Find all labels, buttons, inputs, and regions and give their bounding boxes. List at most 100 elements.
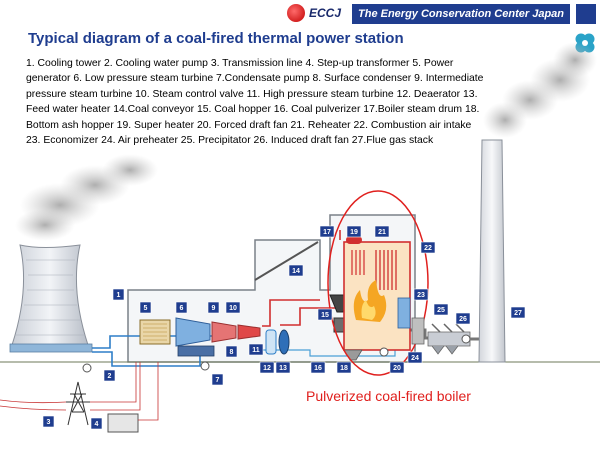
label-box	[510, 306, 526, 319]
page-title: Typical diagram of a coal-fired thermal …	[28, 30, 404, 47]
label-box	[225, 345, 238, 358]
superheater-tubes	[351, 250, 365, 275]
label-number: 17	[323, 229, 331, 236]
label-number: 22	[424, 245, 432, 252]
label-box	[319, 225, 335, 238]
label-box	[455, 312, 471, 325]
label-20: 20	[389, 361, 405, 374]
label-9: 9	[207, 301, 220, 314]
label-box	[317, 308, 333, 321]
boiler-flame	[353, 280, 387, 322]
label-1: 1	[112, 288, 125, 301]
label-number: 15	[321, 312, 329, 319]
feedwater-pipes	[250, 345, 396, 357]
label-number: 11	[252, 347, 260, 354]
cooling-water-pump	[82, 363, 92, 373]
label-7: 7	[211, 373, 224, 386]
label-2: 2	[103, 369, 116, 382]
electrostatic-precipitator	[427, 323, 471, 355]
intermediate-pressure-turbine	[211, 321, 237, 343]
deaerator	[265, 329, 277, 355]
label-box	[336, 361, 352, 374]
high-pressure-turbine	[237, 324, 261, 340]
reheater-tubes	[375, 250, 397, 290]
steam-pipes	[262, 230, 341, 327]
label-box	[407, 351, 423, 364]
induced-draft-fan	[461, 334, 471, 344]
label-15: 15	[317, 308, 333, 321]
label-number: 21	[378, 229, 386, 236]
label-8: 8	[225, 345, 238, 358]
generator-windings	[143, 323, 167, 341]
label-box	[42, 415, 55, 428]
label-number: 18	[340, 365, 348, 372]
label-19: 19	[346, 225, 362, 238]
flue-gas-stack	[478, 139, 506, 363]
label-box	[259, 361, 275, 374]
cooling-tower-cladding	[16, 259, 85, 336]
boiler-steam-drum	[346, 236, 362, 244]
surface-condenser	[177, 345, 215, 357]
label-6: 6	[175, 301, 188, 314]
label-number: 19	[350, 229, 358, 236]
boiler-highlight-outline	[327, 190, 429, 376]
label-number: 5	[144, 305, 148, 312]
label-24: 24	[407, 351, 423, 364]
label-26: 26	[455, 312, 471, 325]
cooling-tower-basin	[9, 343, 93, 353]
economizer	[397, 297, 411, 329]
corner-square	[576, 4, 596, 24]
label-box	[275, 361, 291, 374]
air-preheater	[411, 317, 425, 345]
label-number: 3	[47, 419, 51, 426]
label-box	[346, 225, 362, 238]
label-box	[389, 361, 405, 374]
label-number: 8	[230, 349, 234, 356]
label-number: 7	[216, 377, 220, 384]
transmission-tower	[66, 381, 90, 426]
label-number: 4	[95, 421, 99, 428]
label-12: 12	[259, 361, 275, 374]
eccj-logo: ECCJ	[287, 4, 377, 24]
label-4: 4	[90, 417, 103, 430]
label-box	[288, 264, 304, 277]
label-box	[433, 303, 449, 316]
label-number: 6	[180, 305, 184, 312]
forced-draft-fan	[379, 347, 389, 357]
feed-water-heater	[278, 329, 290, 355]
label-box	[90, 417, 103, 430]
label-box	[103, 369, 116, 382]
low-pressure-turbine	[175, 317, 211, 347]
label-21: 21	[374, 225, 390, 238]
label-number: 20	[393, 365, 401, 372]
cooling-tower-steam-plume	[15, 154, 158, 241]
label-number: 13	[279, 365, 287, 372]
logo-emblem-icon	[287, 4, 305, 22]
label-number: 9	[212, 305, 216, 312]
label-box	[248, 343, 264, 356]
label-number: 26	[459, 316, 467, 323]
label-number: 2	[108, 373, 112, 380]
transmission-cables	[0, 362, 141, 411]
label-box	[225, 301, 241, 314]
label-10: 10	[225, 301, 241, 314]
label-22: 22	[420, 241, 436, 254]
label-14: 14	[288, 264, 304, 277]
label-number: 16	[314, 365, 322, 372]
organization-banner: The Energy Conservation Center Japan	[352, 4, 570, 24]
label-23: 23	[413, 288, 429, 301]
label-box	[420, 241, 436, 254]
label-number: 23	[417, 292, 425, 299]
step-up-transformer	[107, 413, 139, 433]
label-box	[413, 288, 429, 301]
label-27: 27	[510, 306, 526, 319]
label-number: 27	[514, 310, 522, 317]
label-number: 10	[229, 305, 237, 312]
label-number: 24	[411, 355, 419, 362]
label-number: 14	[292, 268, 300, 275]
label-number: 25	[437, 307, 445, 314]
label-box	[310, 361, 326, 374]
condensate-pump	[200, 361, 210, 371]
boiler-caption: Pulverized coal-fired boiler	[306, 388, 471, 404]
